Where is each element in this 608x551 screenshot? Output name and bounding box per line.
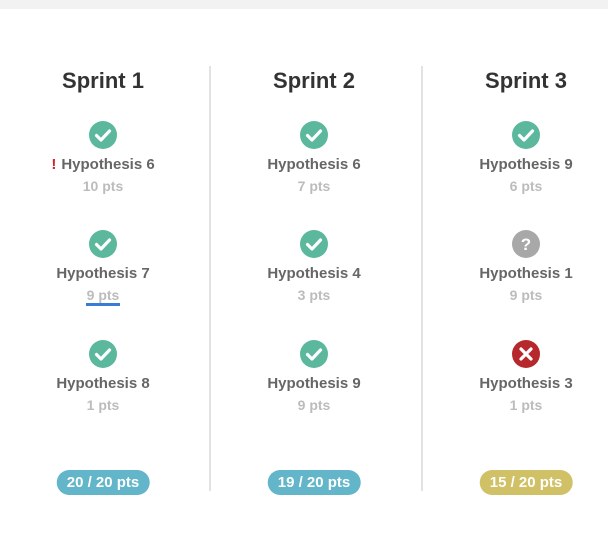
check-icon	[89, 340, 117, 368]
question-icon: ?	[512, 230, 540, 258]
column-divider	[421, 66, 423, 491]
hypothesis-points: 9 pts	[297, 397, 331, 413]
hypothesis-name: Hypothesis 7	[56, 265, 150, 282]
hypothesis-name: Hypothesis 8	[56, 375, 150, 392]
sprint-total-badge: 15 / 20 pts	[479, 470, 573, 495]
sprint-column-3: Sprint 3 Hypothesis 9 6 pts ? Hypothesis…	[426, 0, 608, 551]
sprint-title: Sprint 1	[62, 68, 144, 93]
sprint-column-2: Sprint 2 Hypothesis 6 7 pts Hypothesis 4…	[214, 0, 414, 551]
hypothesis-points: 1 pts	[86, 397, 120, 413]
check-icon	[512, 121, 540, 149]
hypothesis-points: 10 pts	[82, 178, 124, 194]
hypothesis-name: Hypothesis 6	[267, 156, 361, 173]
check-icon	[89, 230, 117, 258]
check-icon	[89, 121, 117, 149]
cross-icon	[512, 340, 540, 368]
column-divider	[209, 66, 211, 491]
check-icon	[300, 230, 328, 258]
hypothesis-name: Hypothesis 9	[267, 375, 361, 392]
check-icon	[300, 340, 328, 368]
hypothesis-name: Hypothesis 3	[479, 375, 573, 392]
hypothesis-points: 6 pts	[509, 178, 543, 194]
sprint-column-1: Sprint 1 !Hypothesis 6 10 pts Hypothesis…	[3, 0, 203, 551]
top-strip	[0, 0, 608, 9]
hypothesis-name: Hypothesis 9	[479, 156, 573, 173]
sprint-title: Sprint 2	[273, 68, 355, 93]
selection-underline	[85, 303, 121, 306]
sprint-total-badge: 20 / 20 pts	[56, 470, 150, 495]
warning-icon: !	[51, 156, 57, 173]
hypothesis-name: Hypothesis 4	[267, 265, 361, 282]
sprint-total-badge: 19 / 20 pts	[267, 470, 361, 495]
hypothesis-points: 3 pts	[297, 287, 331, 303]
hypothesis-points: 1 pts	[509, 397, 543, 413]
sprint-title: Sprint 3	[485, 68, 567, 93]
hypothesis-points: 9 pts	[509, 287, 543, 303]
hypothesis-name: Hypothesis 6	[61, 156, 155, 173]
hypothesis-points: 7 pts	[297, 178, 331, 194]
hypothesis-name: Hypothesis 1	[479, 265, 573, 282]
hypothesis-points: 9 pts	[86, 287, 120, 303]
check-icon	[300, 121, 328, 149]
svg-text:?: ?	[521, 235, 531, 254]
